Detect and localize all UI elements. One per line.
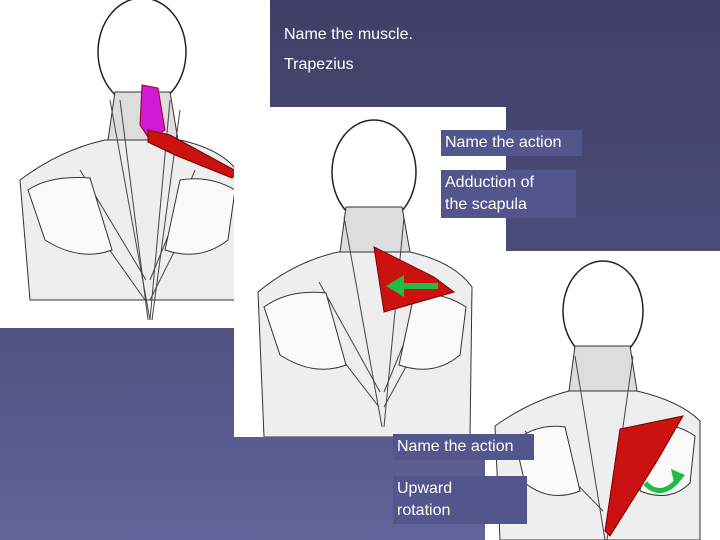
left-scapula [263, 291, 347, 370]
curved-arrow-icon [643, 469, 685, 493]
answer-label-2: Adduction of the scapula [441, 170, 576, 218]
right-scapula [398, 293, 467, 370]
answer-2-line-1: Adduction of [445, 174, 534, 191]
left-scapula [27, 177, 113, 255]
neck [339, 206, 411, 253]
answer-label-1: Trapezius [284, 56, 354, 73]
answer-label-3: Upward rotation [393, 476, 527, 524]
question-label-3: Name the action [393, 434, 534, 460]
answer-3-line-1: Upward [397, 480, 453, 497]
answer-3-line-2: rotation [397, 502, 451, 519]
anatomy-panel-2 [234, 107, 506, 437]
trapezius-highlight [147, 129, 239, 179]
trapezius-highlight [604, 415, 684, 537]
trapezius-highlight [373, 246, 456, 313]
right-scapula [164, 178, 236, 255]
arrow-left-icon [386, 275, 438, 297]
back-illustration-3 [494, 260, 701, 540]
back-illustration-2 [257, 119, 473, 437]
anatomy-panel-1 [0, 0, 270, 328]
question-label-1: Name the muscle. [284, 26, 413, 43]
question-label-2: Name the action [441, 130, 582, 156]
answer-2-line-2: the scapula [445, 196, 527, 213]
back-illustration-1 [19, 0, 241, 321]
